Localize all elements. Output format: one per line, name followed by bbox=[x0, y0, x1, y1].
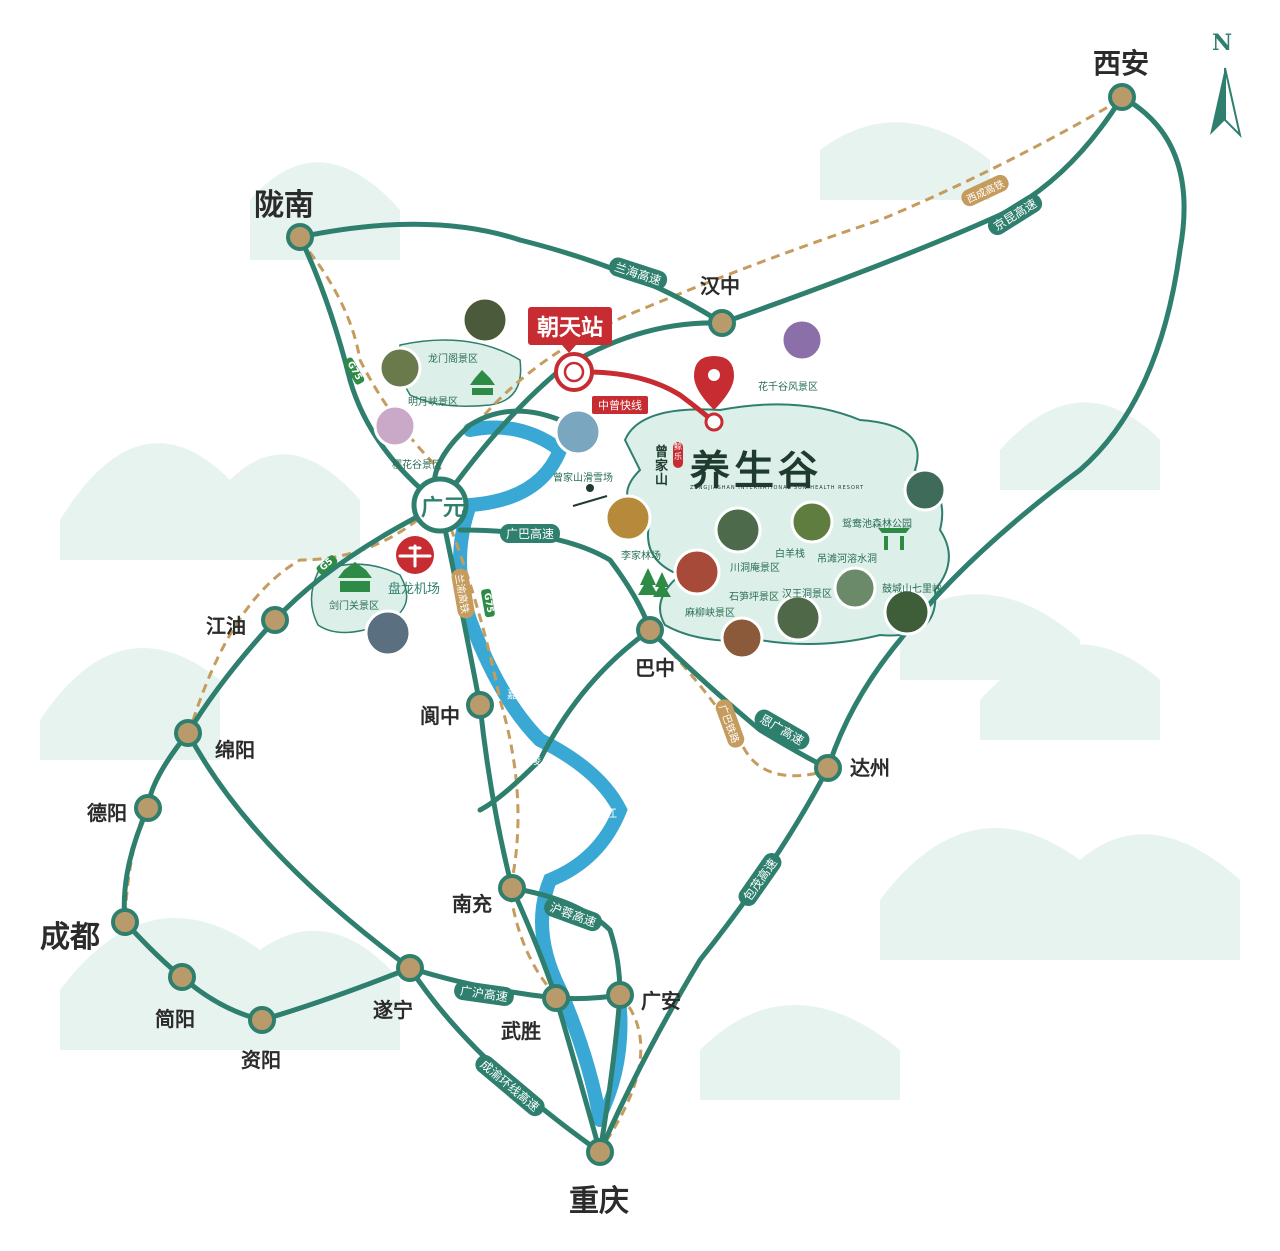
river-char-2: 陵 bbox=[530, 754, 541, 767]
background-mountains bbox=[40, 122, 1240, 1100]
city-longnan: 陇南 bbox=[254, 188, 314, 223]
city-guangyuan: 广元 bbox=[421, 495, 466, 521]
city-mianyang: 绵阳 bbox=[215, 738, 255, 762]
city-deyang: 德阳 bbox=[87, 801, 127, 825]
airport-icon bbox=[396, 536, 434, 574]
city-xian: 西安 bbox=[1093, 47, 1150, 80]
road-guangba: 广巴高速 bbox=[500, 524, 561, 543]
city-nanchong: 南充 bbox=[452, 892, 492, 916]
station-node bbox=[554, 352, 594, 392]
poi-gumengshan: 鼓城山七里峡 bbox=[882, 584, 942, 595]
location-pin-icon bbox=[694, 356, 734, 432]
city-bazhong: 巴中 bbox=[635, 656, 675, 680]
river-char-1: 嘉 bbox=[507, 688, 518, 701]
city-wusheng: 武胜 bbox=[501, 1019, 541, 1043]
poi-hanwangdong: 汉王洞景区 bbox=[782, 589, 832, 600]
skier-icon bbox=[572, 484, 608, 507]
city-langzhong: 阆中 bbox=[420, 704, 460, 728]
poi-jianmenguan: 剑门关景区 bbox=[329, 601, 379, 612]
guangyuan-hub bbox=[411, 476, 469, 534]
scenic-photos bbox=[364, 296, 947, 660]
poi-lijialin: 李家林场 bbox=[621, 551, 661, 562]
city-chengdu: 成都 bbox=[40, 920, 100, 955]
poi-mayuxia: 麻柳峡景区 bbox=[685, 608, 735, 619]
city-jianyang: 简阳 bbox=[155, 1007, 195, 1031]
express-line bbox=[573, 369, 716, 424]
resort-brand: 曾家山 bbox=[655, 445, 669, 488]
poi-shisunping: 石笋坪景区 bbox=[729, 592, 779, 603]
poi-diaotanhe: 吊滩河溶水洞 bbox=[817, 554, 877, 565]
poi-huaqiangu: 花千谷风景区 bbox=[758, 382, 818, 393]
north-label: N bbox=[1212, 30, 1233, 56]
city-suining: 遂宁 bbox=[373, 998, 413, 1022]
city-dazhou: 达州 bbox=[850, 756, 890, 780]
city-nodes bbox=[111, 83, 1136, 1166]
city-guangan: 广安 bbox=[641, 989, 681, 1013]
poi-mingyuexia: 明月峡景区 bbox=[408, 397, 458, 408]
poi-chuandongan: 川洞庵景区 bbox=[730, 563, 780, 574]
poi-yinghuagu: 樱花谷景区 bbox=[392, 460, 442, 471]
pavilion-icon bbox=[338, 370, 910, 592]
city-jiangyou: 江油 bbox=[206, 614, 246, 638]
station-callout: 朝天站 bbox=[528, 307, 613, 353]
airport-label: 盘龙机场 bbox=[388, 582, 441, 597]
north-arrow-icon bbox=[1210, 67, 1242, 139]
resort-title: 养生谷 bbox=[690, 447, 822, 494]
city-chongqing: 重庆 bbox=[569, 1184, 629, 1219]
jialing-river bbox=[453, 420, 628, 1127]
poi-huaxue: 曾家山滑雪场 bbox=[553, 473, 613, 484]
resort-subtitle: ZENGJIASHAN INTERNATIONAL SUN-HEALTH RES… bbox=[690, 485, 865, 491]
city-ziyang: 资阳 bbox=[241, 1048, 281, 1072]
tree-icon bbox=[638, 568, 671, 597]
city-hanzhong: 汉中 bbox=[700, 274, 740, 298]
poi-longmenge: 龙门阁景区 bbox=[428, 354, 478, 365]
poi-yuanyangchi: 鸳鸯池森林公园 bbox=[842, 519, 912, 530]
poi-baiyangzhan: 白羊栈 bbox=[775, 549, 805, 560]
river-char-3: 江 bbox=[606, 807, 617, 820]
express-label: 中曾快线 bbox=[592, 396, 648, 414]
resort-tag: 鲸乐 bbox=[673, 442, 683, 468]
